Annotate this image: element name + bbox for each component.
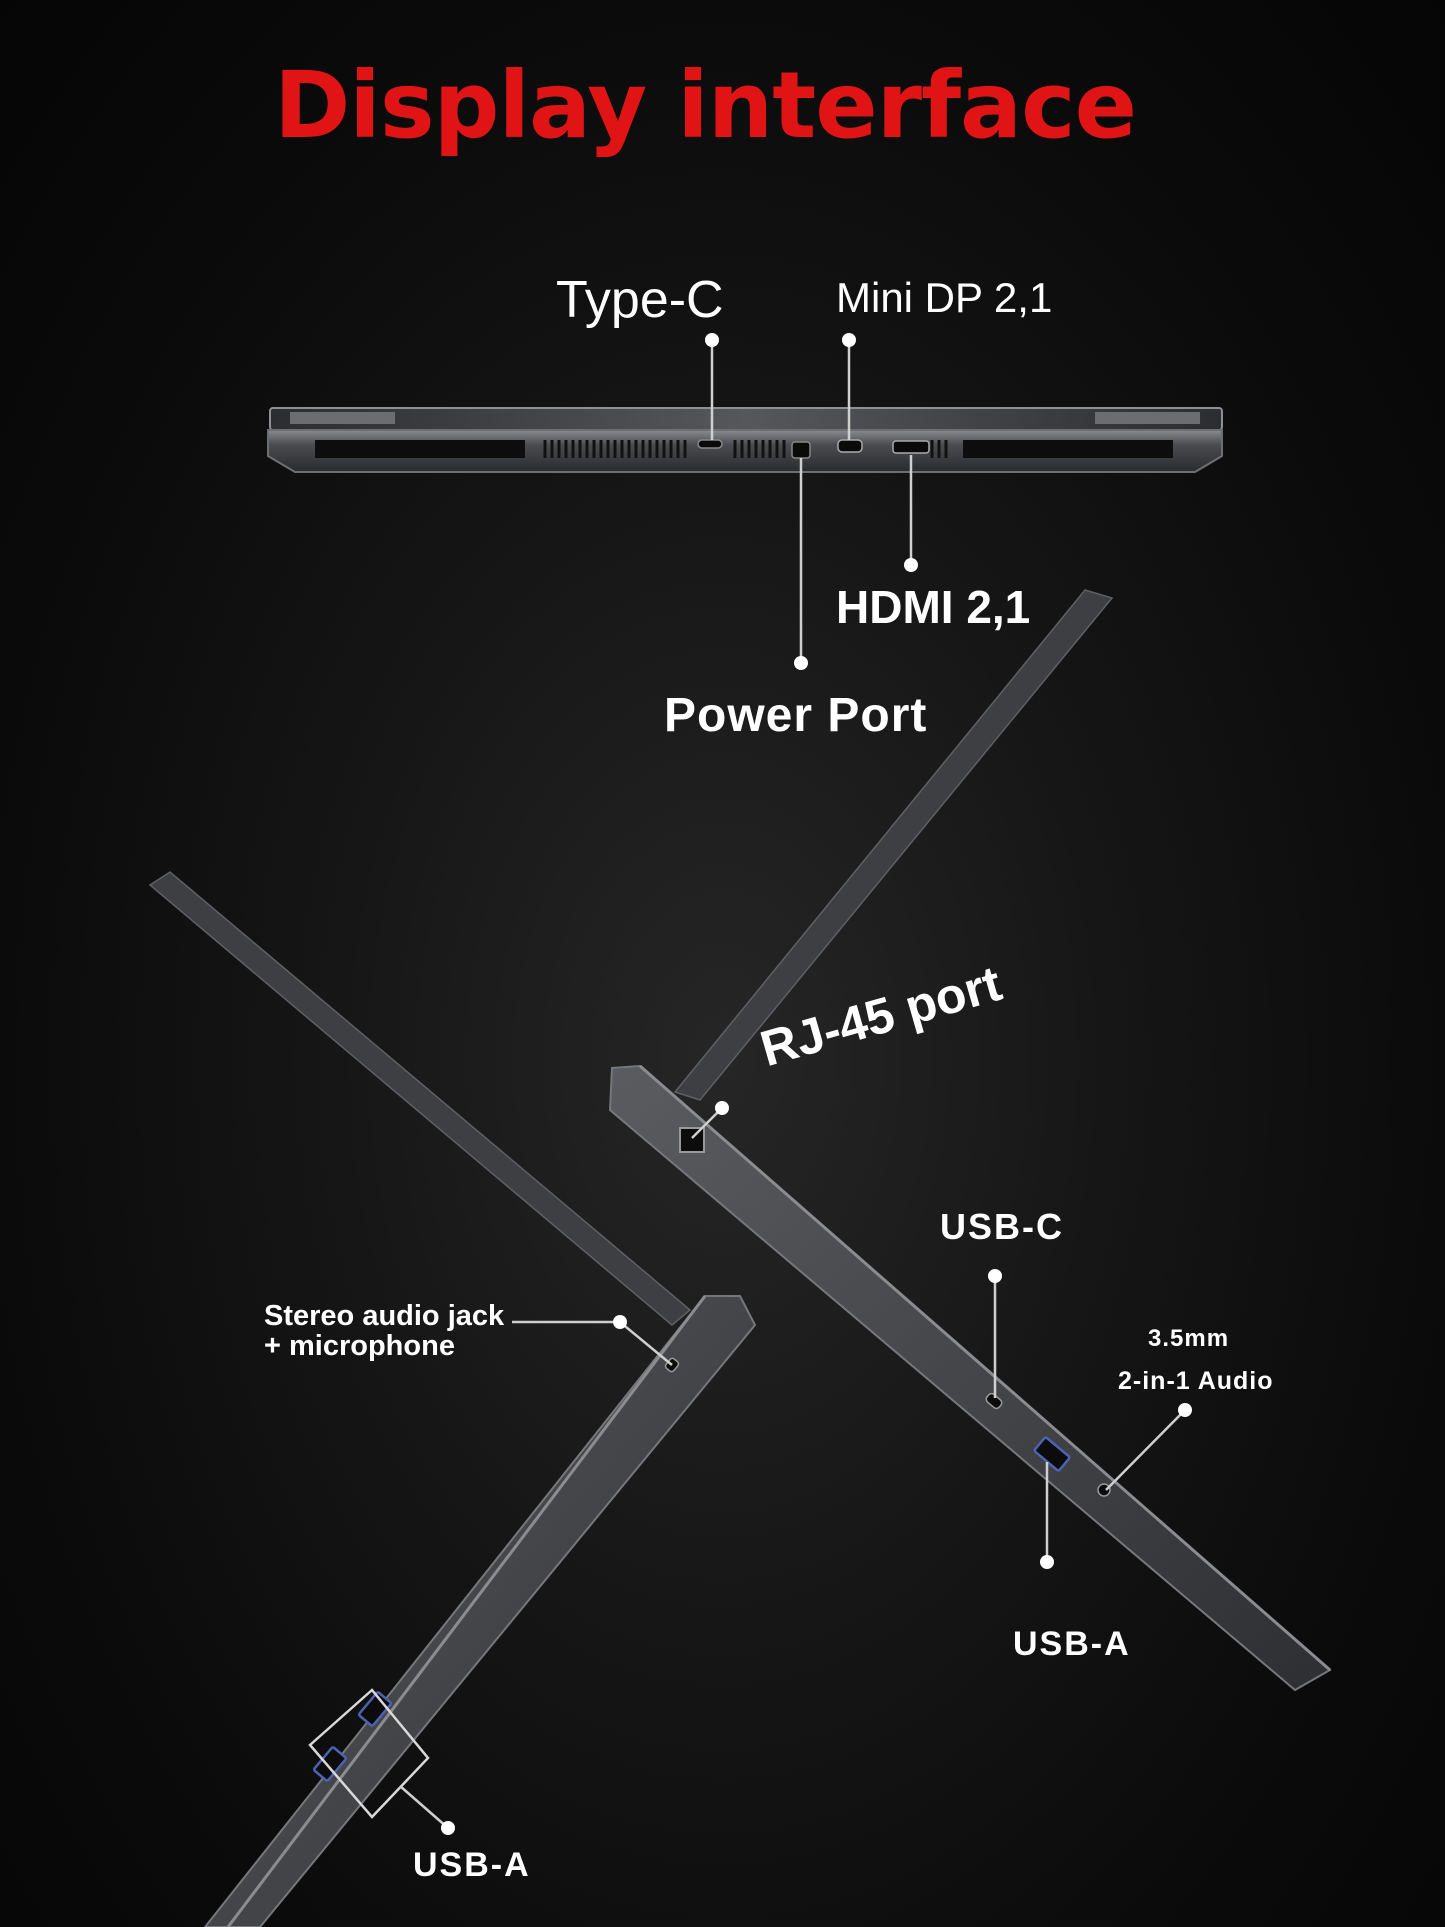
label-hdmi: HDMI 2,1	[836, 581, 1031, 633]
right-laptop-lid	[673, 589, 1114, 1101]
label-usb-a-right: USB-A	[1013, 1625, 1131, 1663]
label-usb-a-left: USB-A	[413, 1846, 531, 1884]
port-usb-a-left-1	[358, 1691, 392, 1727]
rear-leaders	[705, 333, 918, 670]
left-laptop-lid	[148, 871, 692, 1326]
left-laptop	[148, 871, 757, 1927]
port-hdmi	[892, 440, 930, 454]
label-stereo-audio-jack: Stereo audio jack	[264, 1300, 505, 1332]
label-mini-dp: Mini DP 2,1	[836, 274, 1053, 321]
label-power-port: Power Port	[664, 689, 928, 742]
right-laptop-base	[608, 1064, 1332, 1692]
rear-vent-center-left	[543, 440, 687, 458]
port-mini-dp	[837, 439, 863, 453]
side-leaders	[308, 1101, 1192, 1835]
port-rj45	[679, 1127, 705, 1153]
page-title: Display interface	[273, 52, 1137, 159]
rear-hinge-left	[290, 412, 395, 424]
right-laptop	[608, 589, 1332, 1692]
port-usb-a-left-2	[313, 1746, 347, 1782]
rear-view-laptop	[267, 407, 1223, 473]
rear-hinge-right	[1095, 412, 1200, 424]
right-laptop-base-edge	[639, 1064, 1331, 1672]
label-microphone: + microphone	[264, 1330, 455, 1362]
left-laptop-base	[203, 1295, 757, 1927]
port-usb-c-side	[985, 1392, 1003, 1410]
rear-vent-right	[963, 440, 1173, 458]
port-usb-a-right	[1033, 1436, 1071, 1472]
port-power	[791, 441, 811, 459]
port-type-c-rear	[697, 439, 723, 449]
rear-vent-center-right	[733, 440, 948, 458]
label-audio-2in1: 2-in-1 Audio	[1118, 1367, 1274, 1395]
label-audio-35mm: 3.5mm	[1148, 1325, 1230, 1352]
rear-vent-left	[315, 440, 525, 458]
port-35mm-audio	[1097, 1483, 1111, 1497]
left-laptop-base-edge	[226, 1295, 707, 1927]
label-type-c: Type-C	[556, 271, 724, 329]
rear-lid-top	[269, 407, 1223, 431]
label-usb-c: USB-C	[940, 1206, 1064, 1247]
